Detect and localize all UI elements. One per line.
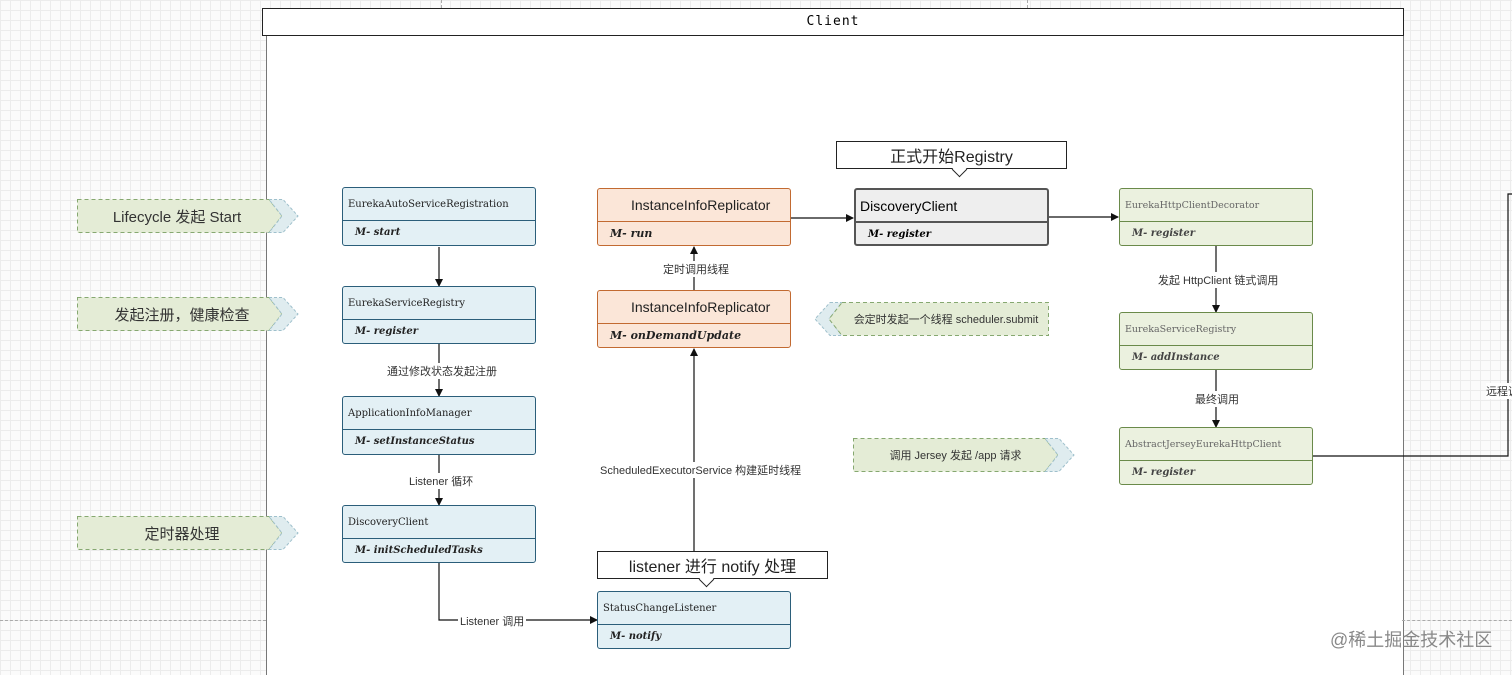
edge-label-timer-thread: 定时调用线程	[661, 261, 731, 277]
class-instance-info-replicator-run: InstanceInfoReplicator M- run	[597, 188, 791, 246]
tag-arrow-shape	[814, 302, 1049, 336]
edge-label-executor-service: ScheduledExecutorService 构建延时线程	[598, 462, 804, 478]
tag-timer: 定时器处理	[77, 516, 301, 550]
class-name: AbstractJerseyEurekaHttpClient	[1120, 428, 1312, 461]
class-method: M- initScheduledTasks	[355, 545, 483, 556]
tag-lifecycle-start: Lifecycle 发起 Start	[77, 199, 301, 233]
class-eureka-http-client-decorator: EurekaHttpClientDecorator M- register	[1119, 188, 1313, 246]
class-method: M- register	[355, 326, 419, 337]
edge-label-final-call: 最终调用	[1193, 391, 1241, 407]
class-name: DiscoveryClient	[343, 506, 535, 539]
class-name: InstanceInfoReplicator	[598, 189, 790, 222]
tag-jersey-label: 调用 Jersey 发起 /app 请求	[889, 450, 1022, 462]
class-method: M- notify	[610, 631, 662, 642]
edge-label-modify-status: 通过修改状态发起注册	[385, 363, 499, 379]
guide-line	[1027, 0, 1028, 8]
tag-arrow-shape	[77, 297, 299, 331]
class-status-change-listener: StatusChangeListener M- notify	[597, 591, 791, 649]
tag-jersey-request: 调用 Jersey 发起 /app 请求	[853, 438, 1077, 472]
class-eureka-auto-service-registration: EurekaAutoServiceRegistration M- start	[342, 187, 536, 246]
tag-scheduler-submit: 会定时发起一个线程 scheduler.submit	[812, 302, 1050, 336]
watermark: @稀土掘金技术社区	[1330, 630, 1493, 650]
class-instance-info-replicator-ondemand: InstanceInfoReplicator M- onDemandUpdate	[597, 290, 791, 348]
class-method: M- register	[1132, 467, 1196, 478]
class-name: EurekaServiceRegistry	[1120, 313, 1312, 346]
edge-label-httpclient-chain: 发起 HttpClient 链式调用	[1156, 272, 1281, 288]
class-method: M- run	[610, 227, 653, 240]
class-method: M- register	[868, 229, 932, 240]
guide-line	[1402, 620, 1512, 621]
class-method: M- addInstance	[1132, 352, 1220, 363]
class-application-info-manager: ApplicationInfoManager M- setInstanceSta…	[342, 396, 536, 455]
guide-line	[0, 620, 266, 621]
guide-line	[441, 0, 442, 8]
tag-scheduler-submit-label: 会定时发起一个线程 scheduler.submit	[853, 314, 1039, 326]
tag-arrow-shape	[853, 438, 1075, 472]
class-name: DiscoveryClient	[856, 190, 1047, 223]
class-eureka-service-registry: EurekaServiceRegistry M- register	[342, 286, 536, 344]
class-name: InstanceInfoReplicator	[598, 291, 790, 324]
class-discovery-client-register: DiscoveryClient M- register	[854, 188, 1049, 246]
class-method: M- start	[355, 227, 401, 238]
class-name: EurekaServiceRegistry	[343, 287, 535, 320]
tag-arrow-shape	[77, 199, 299, 233]
class-method: M- register	[1132, 228, 1196, 239]
class-name: EurekaAutoServiceRegistration	[343, 188, 535, 221]
tag-lifecycle-label: Lifecycle 发起 Start	[112, 208, 242, 226]
edge-label-listener-call: Listener 调用	[458, 613, 527, 629]
class-method: M- onDemandUpdate	[610, 329, 742, 342]
note-listener-notify-text: listener 进行 notify 处理	[628, 559, 797, 576]
tag-timer-label: 定时器处理	[144, 525, 220, 543]
class-eureka-service-registry-add: EurekaServiceRegistry M- addInstance	[1119, 312, 1313, 370]
class-abstract-jersey-eureka-http-client: AbstractJerseyEurekaHttpClient M- regist…	[1119, 427, 1313, 485]
client-header: Client	[262, 8, 1404, 36]
class-name: EurekaHttpClientDecorator	[1120, 189, 1312, 222]
class-name: StatusChangeListener	[598, 592, 790, 625]
class-name: ApplicationInfoManager	[343, 397, 535, 430]
tag-arrow-shape	[77, 516, 299, 550]
edge-label-remote: 远程调	[1486, 383, 1512, 399]
tag-register-health: 发起注册，健康检查	[77, 297, 301, 331]
note-registry-start-text: 正式开始Registry	[890, 149, 1013, 166]
class-method: M- setInstanceStatus	[355, 436, 475, 447]
note-listener-notify: listener 进行 notify 处理	[597, 551, 828, 588]
tag-register-health-label: 发起注册，健康检查	[114, 306, 250, 324]
note-registry-start: 正式开始Registry	[836, 141, 1067, 178]
edge-label-listener-loop: Listener 循环	[407, 473, 476, 489]
class-discovery-client-timer: DiscoveryClient M- initScheduledTasks	[342, 505, 536, 563]
